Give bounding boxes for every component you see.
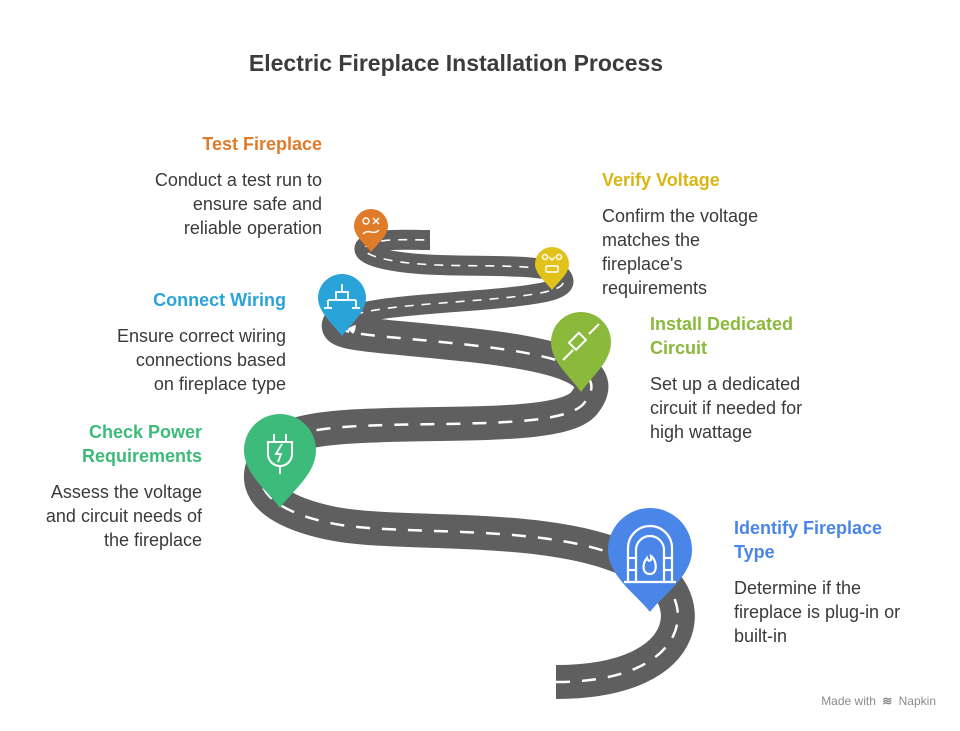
road-dashes-lower bbox=[259, 322, 680, 684]
pin-install-circuit bbox=[551, 312, 611, 392]
wiring-icon bbox=[324, 284, 360, 309]
flame-test-icon bbox=[362, 217, 380, 235]
step-description: Assess the voltage and circuit needs of … bbox=[45, 482, 202, 550]
step-test-fireplace: Test Fireplace Conduct a test run to ens… bbox=[80, 132, 322, 240]
step-description: Ensure correct wiring connections based … bbox=[116, 326, 286, 394]
step-description: Confirm the voltage matches the fireplac… bbox=[602, 206, 759, 298]
pin-test-fireplace bbox=[354, 209, 388, 252]
multimeter-icon bbox=[541, 253, 563, 273]
step-description: Determine if the fireplace is plug-in or… bbox=[734, 578, 901, 646]
step-title: Verify Voltage bbox=[602, 170, 720, 190]
footer-prefix: Made with bbox=[821, 694, 876, 708]
power-plug-icon bbox=[267, 434, 293, 474]
step-install-circuit: Install Dedicated Circuit Set up a dedic… bbox=[650, 312, 850, 444]
pin-check-power bbox=[244, 414, 316, 508]
footer-brand: Napkin bbox=[898, 694, 936, 708]
circuit-icon bbox=[562, 323, 600, 361]
step-description: Set up a dedicated circuit if needed for… bbox=[650, 374, 803, 442]
step-title: Connect Wiring bbox=[153, 290, 286, 310]
diagram-title: Electric Fireplace Installation Process bbox=[248, 50, 664, 76]
pin-verify-voltage bbox=[535, 247, 569, 290]
footer-attribution: Made with ≋ Napkin bbox=[821, 694, 936, 708]
pin-identify-fireplace bbox=[608, 508, 692, 612]
road-segment-lower bbox=[244, 308, 695, 699]
step-identify-fireplace: Identify Fireplace Type Determine if the… bbox=[734, 516, 944, 648]
pin-connect-wiring bbox=[318, 274, 366, 336]
step-title: Check Power Requirements bbox=[81, 422, 202, 466]
fireplace-icon bbox=[624, 524, 676, 584]
step-title: Install Dedicated Circuit bbox=[650, 314, 794, 358]
step-title: Identify Fireplace Type bbox=[734, 518, 883, 562]
step-description: Conduct a test run to ensure safe and re… bbox=[154, 170, 322, 238]
step-title: Test Fireplace bbox=[202, 134, 322, 154]
step-connect-wiring: Connect Wiring Ensure correct wiring con… bbox=[40, 288, 286, 396]
napkin-logo-icon: ≋ bbox=[882, 694, 893, 708]
step-check-power: Check Power Requirements Assess the volt… bbox=[0, 420, 202, 552]
step-verify-voltage: Verify Voltage Confirm the voltage match… bbox=[602, 168, 802, 300]
